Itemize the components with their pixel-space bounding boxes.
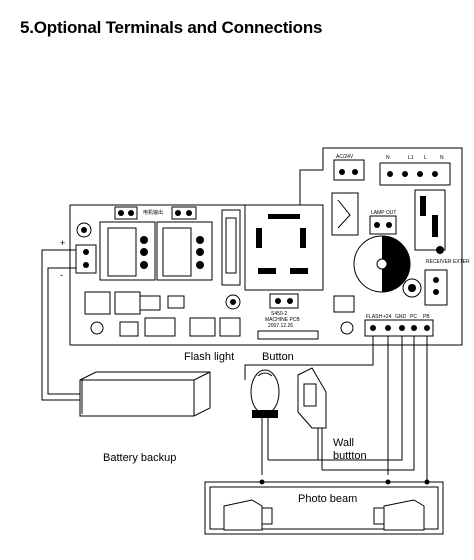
receiver-label: RECEIVER EXTER <box>426 259 470 265</box>
terminal-wires <box>244 336 428 480</box>
control-board: 电机输出 AC/24V N L1 L <box>69 147 470 346</box>
flash-light-bulb-icon <box>250 369 280 475</box>
wall-button-icon <box>297 367 327 470</box>
model-line1: S450-2 <box>271 311 287 317</box>
plus24-terminal-label: +24 <box>383 314 392 320</box>
pb-terminal-label: PB <box>423 314 430 320</box>
battery-backup-label: Battery backup <box>103 452 176 464</box>
battery-wires: + - <box>41 238 80 401</box>
ac-24v-label: AC/24V <box>336 154 354 160</box>
svg-text:+: + <box>60 238 65 248</box>
gnd-terminal-label: GND <box>395 314 407 320</box>
battery-icon <box>79 371 211 417</box>
model-line2: MACHINE PCB <box>265 317 300 323</box>
pc-terminal-label: PC <box>410 314 417 320</box>
wall-button-label-line2: buttton <box>333 450 367 462</box>
page-title: 5.Optional Terminals and Connections <box>20 18 323 37</box>
photo-beam-label: Photo beam <box>298 493 357 505</box>
motor-out-label: 电机输出 <box>143 209 163 216</box>
wall-button-label-line1: Wall <box>333 437 354 449</box>
l-label: L <box>424 155 427 161</box>
photo-beam-sensor-left <box>223 499 273 531</box>
button-label: Button <box>262 351 294 363</box>
lamp-out-label: LAMP OUT <box>371 210 396 216</box>
n-label: N <box>386 155 390 161</box>
flash-terminal-label: FLASH <box>366 314 383 320</box>
model-line3: 2007.12.26 <box>268 323 293 329</box>
n2-label: N <box>440 155 444 161</box>
photo-beam-sensor-right <box>373 499 425 531</box>
l1-label: L1 <box>408 155 414 161</box>
flash-light-label: Flash light <box>184 351 234 363</box>
svg-text:-: - <box>60 270 63 280</box>
